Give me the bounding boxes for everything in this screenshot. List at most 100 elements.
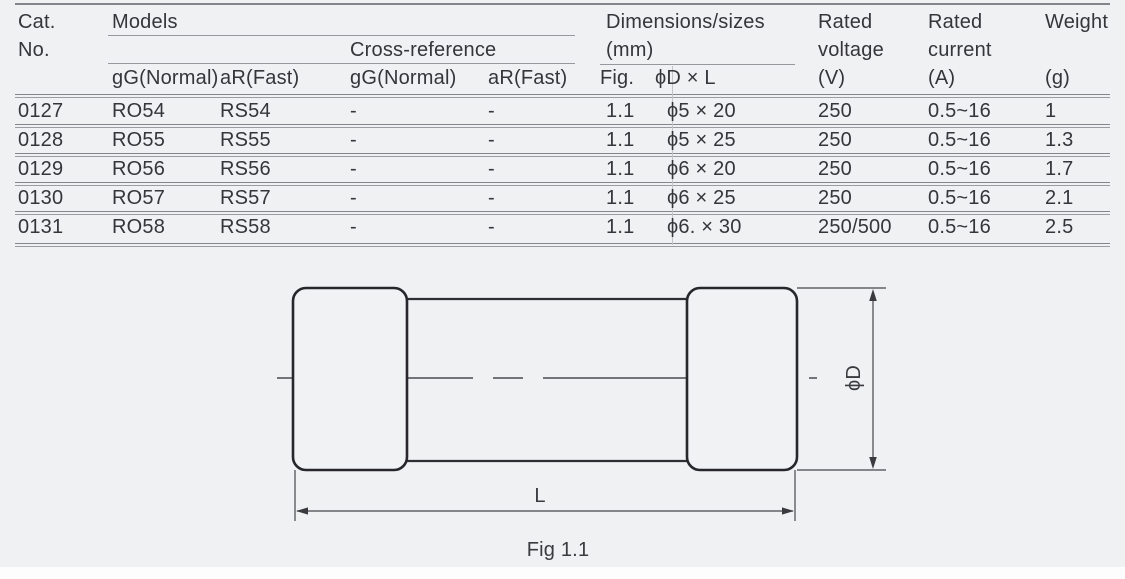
cell-current: 0.5~16: [928, 216, 991, 238]
cell-current: 0.5~16: [928, 158, 991, 180]
header-cross-reference: Cross-reference: [350, 39, 497, 61]
header-row-3: gG(Normal) aR(Fast) gG(Normal) aR(Fast) …: [18, 64, 1110, 92]
cell-cat-no: 0128: [18, 129, 64, 151]
header-fig: Fig.: [600, 67, 635, 89]
cell-model-ar: RS58: [220, 216, 271, 238]
row-separator: [15, 153, 1110, 157]
arrow-left-icon: [296, 507, 308, 515]
header-cat-line2: No.: [18, 39, 50, 61]
header-rated-voltage-line1: Rated: [818, 11, 873, 33]
table-row: 0127 RO54 RS54 - - 1.1 ϕ5 × 20 250 0.5~1…: [18, 97, 1110, 125]
cell-weight: 1.3: [1045, 129, 1074, 151]
header-bottom-border: [15, 94, 1110, 98]
header-weight-line1: Weight: [1045, 11, 1109, 33]
header-xref-ar: aR(Fast): [488, 67, 568, 89]
header-model-gg: gG(Normal): [112, 67, 219, 89]
crossref-underline: [108, 63, 575, 64]
cell-size: ϕ6 × 20: [667, 158, 736, 180]
cell-cat-no: 0131: [18, 216, 64, 238]
cell-size: ϕ6 × 25: [667, 187, 736, 209]
header-row-1: Cat. Models Dimensions/sizes Rated Rated…: [18, 8, 1110, 36]
arrow-right-icon: [782, 507, 794, 515]
cell-current: 0.5~16: [928, 100, 991, 122]
cell-size: ϕ6. × 30: [667, 216, 742, 238]
dimension-column-guide-line: [672, 66, 673, 245]
bottom-white-strip: [0, 567, 1125, 579]
cell-voltage: 250/500: [818, 216, 892, 238]
header-dimensions-line1: Dimensions/sizes: [606, 11, 765, 33]
table-row: 0131 RO58 RS58 - - 1.1 ϕ6. × 30 250/500 …: [18, 213, 1110, 241]
cell-voltage: 250: [818, 187, 852, 209]
table-bottom-border: [15, 243, 1110, 247]
cell-current: 0.5~16: [928, 129, 991, 151]
cell-fig: 1.1: [606, 187, 635, 209]
cell-xref-gg: -: [350, 129, 357, 151]
cell-cat-no: 0129: [18, 158, 64, 180]
table-row: 0129 RO56 RS56 - - 1.1 ϕ6 × 20 250 0.5~1…: [18, 155, 1110, 183]
cell-xref-gg: -: [350, 100, 357, 122]
header-current-unit: (A): [928, 67, 956, 89]
cell-voltage: 250: [818, 100, 852, 122]
cell-cat-no: 0130: [18, 187, 64, 209]
cell-model-ar: RS54: [220, 100, 271, 122]
cell-model-gg: RO55: [112, 129, 166, 151]
cell-weight: 1: [1045, 100, 1057, 122]
cell-model-ar: RS56: [220, 158, 271, 180]
length-label: L: [534, 485, 545, 507]
cell-xref-gg: -: [350, 158, 357, 180]
cell-model-gg: RO56: [112, 158, 166, 180]
cell-fig: 1.1: [606, 100, 635, 122]
table-row: 0130 RO57 RS57 - - 1.1 ϕ6 × 25 250 0.5~1…: [18, 184, 1110, 212]
header-dxl: ϕD × L: [655, 67, 716, 89]
row-separator: [15, 211, 1110, 215]
header-rated-voltage-line2: voltage: [818, 39, 884, 61]
cell-model-ar: RS55: [220, 129, 271, 151]
arrow-down-icon: [869, 457, 877, 469]
cell-xref-ar: -: [488, 216, 495, 238]
table-top-border: [15, 3, 1110, 5]
table-row: 0128 RO55 RS55 - - 1.1 ϕ5 × 25 250 0.5~1…: [18, 126, 1110, 154]
header-models: Models: [112, 11, 178, 33]
cell-fig: 1.1: [606, 129, 635, 151]
header-row-2: No. Cross-reference (mm) voltage current: [18, 36, 1110, 64]
cell-current: 0.5~16: [928, 187, 991, 209]
row-separator: [15, 124, 1110, 128]
cell-model-gg: RO58: [112, 216, 166, 238]
row-separator: [15, 182, 1110, 186]
cell-xref-gg: -: [350, 216, 357, 238]
cell-weight: 2.5: [1045, 216, 1074, 238]
header-voltage-unit: (V): [818, 67, 846, 89]
header-rated-current-line1: Rated: [928, 11, 983, 33]
cell-fig: 1.1: [606, 158, 635, 180]
header-xref-gg: gG(Normal): [350, 67, 457, 89]
cell-weight: 2.1: [1045, 187, 1074, 209]
cell-voltage: 250: [818, 129, 852, 151]
diameter-label: ϕD: [843, 365, 865, 391]
models-underline: [108, 35, 575, 36]
cell-xref-ar: -: [488, 158, 495, 180]
cell-model-gg: RO57: [112, 187, 166, 209]
arrow-up-icon: [869, 289, 877, 301]
cell-xref-ar: -: [488, 187, 495, 209]
cell-cat-no: 0127: [18, 100, 64, 122]
cell-weight: 1.7: [1045, 158, 1074, 180]
left-end-cap: [291, 286, 409, 472]
cell-voltage: 250: [818, 158, 852, 180]
header-model-ar: aR(Fast): [220, 67, 300, 89]
cell-size: ϕ5 × 20: [667, 100, 736, 122]
figure-caption: Fig 1.1: [527, 539, 590, 561]
header-cat-line1: Cat.: [18, 11, 56, 33]
cell-model-gg: RO54: [112, 100, 166, 122]
cell-xref-gg: -: [350, 187, 357, 209]
cell-xref-ar: -: [488, 129, 495, 151]
cell-size: ϕ5 × 25: [667, 129, 736, 151]
header-rated-current-line2: current: [928, 39, 992, 61]
cell-fig: 1.1: [606, 216, 635, 238]
cell-model-ar: RS57: [220, 187, 271, 209]
header-dimensions-line2: (mm): [606, 39, 654, 61]
cell-xref-ar: -: [488, 100, 495, 122]
right-end-cap: [685, 286, 799, 472]
dimensions-underline: [600, 64, 795, 65]
